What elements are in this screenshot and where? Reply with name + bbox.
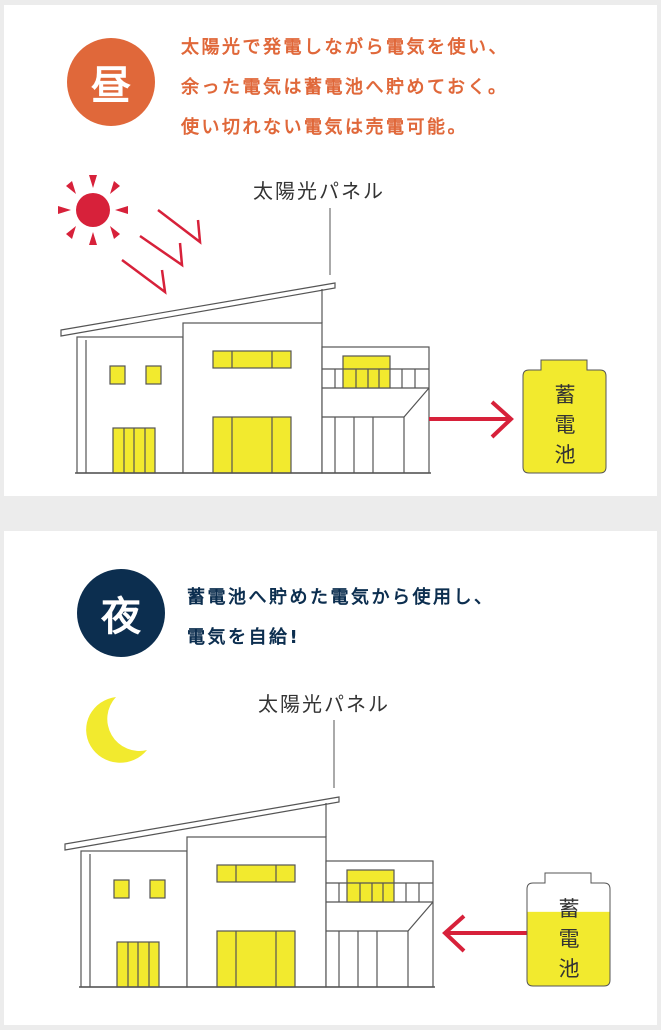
sunlight-rays — [121, 209, 202, 295]
battery-label-3: 池 — [559, 957, 580, 981]
house-illustration-night — [64, 796, 436, 988]
day-line-1: 太陽光で発電しながら電気を使い、 — [181, 37, 509, 58]
night-line-2: 電気を自給! — [187, 627, 301, 648]
battery-day: 蓄 電 池 — [522, 359, 607, 474]
moon-icon — [86, 697, 147, 763]
battery-label-3: 池 — [555, 443, 576, 467]
solar-panel-label-day: 太陽光パネル — [253, 179, 385, 203]
battery-night: 蓄 電 池 — [526, 872, 611, 987]
battery-label-1: 蓄 — [555, 383, 576, 407]
house-illustration — [60, 282, 431, 474]
windows — [109, 350, 391, 474]
day-line-3: 使い切れない電気は売電可能。 — [181, 117, 468, 138]
battery-charge-level — [527, 911, 610, 986]
night-badge: 夜 — [77, 569, 165, 657]
battery-label-2: 電 — [555, 413, 576, 437]
battery-label-2: 電 — [559, 927, 580, 951]
battery-label-1: 蓄 — [559, 897, 580, 921]
day-line-2: 余った電気は蓄電池へ貯めておく。 — [181, 77, 509, 98]
day-badge: 昼 — [67, 38, 155, 126]
night-line-1: 蓄電池へ貯めた電気から使用し、 — [187, 587, 495, 608]
solar-panel-label-night: 太陽光パネル — [258, 692, 390, 716]
day-description: 太陽光で発電しながら電気を使い、 余った電気は蓄電池へ貯めておく。 使い切れない… — [181, 28, 509, 148]
solar-panel-roof — [60, 282, 336, 337]
night-description: 蓄電池へ貯めた電気から使用し、 電気を自給! — [187, 578, 495, 658]
arrow-right-icon — [429, 400, 514, 439]
arrow-left-icon — [442, 914, 527, 953]
sun-icon — [58, 175, 128, 245]
